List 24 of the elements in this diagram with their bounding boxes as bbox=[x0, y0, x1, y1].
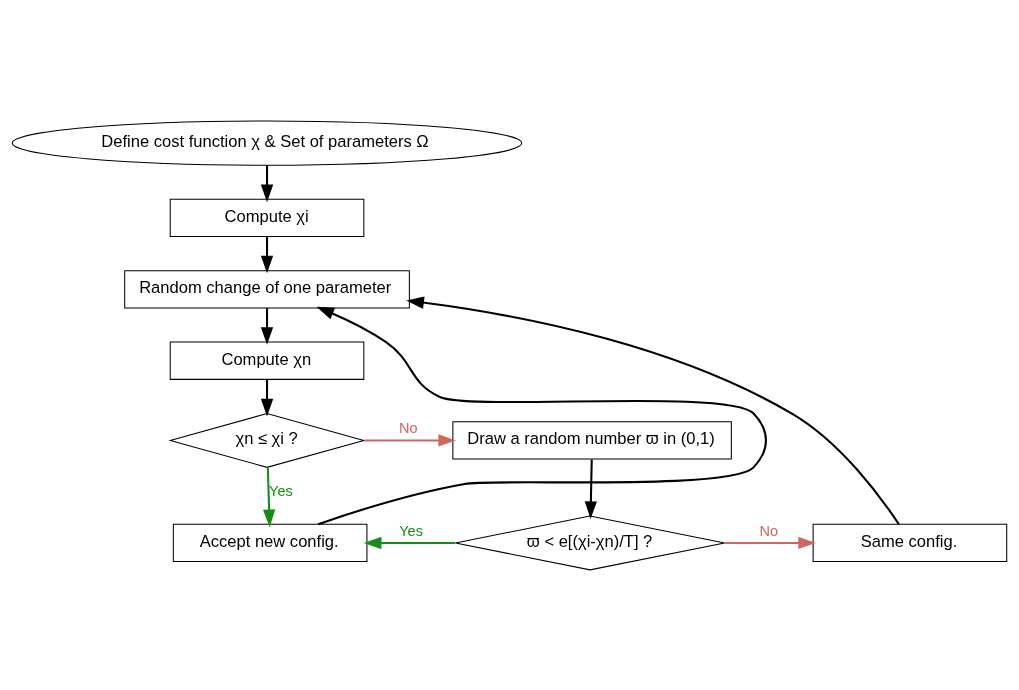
arrow bbox=[260, 236, 274, 273]
arrow bbox=[364, 433, 456, 447]
node-diamond: χn ≤ χi ? bbox=[168, 412, 366, 468]
arrow bbox=[584, 458, 598, 519]
node-box: Same config. bbox=[812, 523, 1008, 562]
arrow bbox=[262, 466, 276, 527]
edge-label: No bbox=[759, 522, 779, 539]
node-box: Compute χi bbox=[169, 198, 365, 237]
node-ellipse: Define cost function χ & Set of parameters Ω bbox=[11, 119, 523, 166]
node-box: Accept new config. bbox=[172, 523, 368, 562]
edge-label: No bbox=[399, 419, 418, 436]
node-box: Random change of one parameter bbox=[124, 269, 410, 308]
node-diamond: ϖ < e[(χi-χn)/T] ? bbox=[454, 515, 726, 570]
arrow bbox=[260, 164, 274, 202]
arrow bbox=[260, 378, 274, 416]
node-box: Draw a random number ϖ in (0,1) bbox=[452, 420, 732, 460]
arrow bbox=[724, 536, 816, 549]
arrow bbox=[316, 306, 767, 525]
arrow bbox=[406, 296, 900, 525]
arrow bbox=[363, 536, 456, 549]
node-box: Compute χn bbox=[169, 341, 365, 380]
arrow bbox=[260, 307, 274, 345]
edge-label: Yes bbox=[269, 482, 293, 499]
edge-label: Yes bbox=[399, 522, 423, 539]
